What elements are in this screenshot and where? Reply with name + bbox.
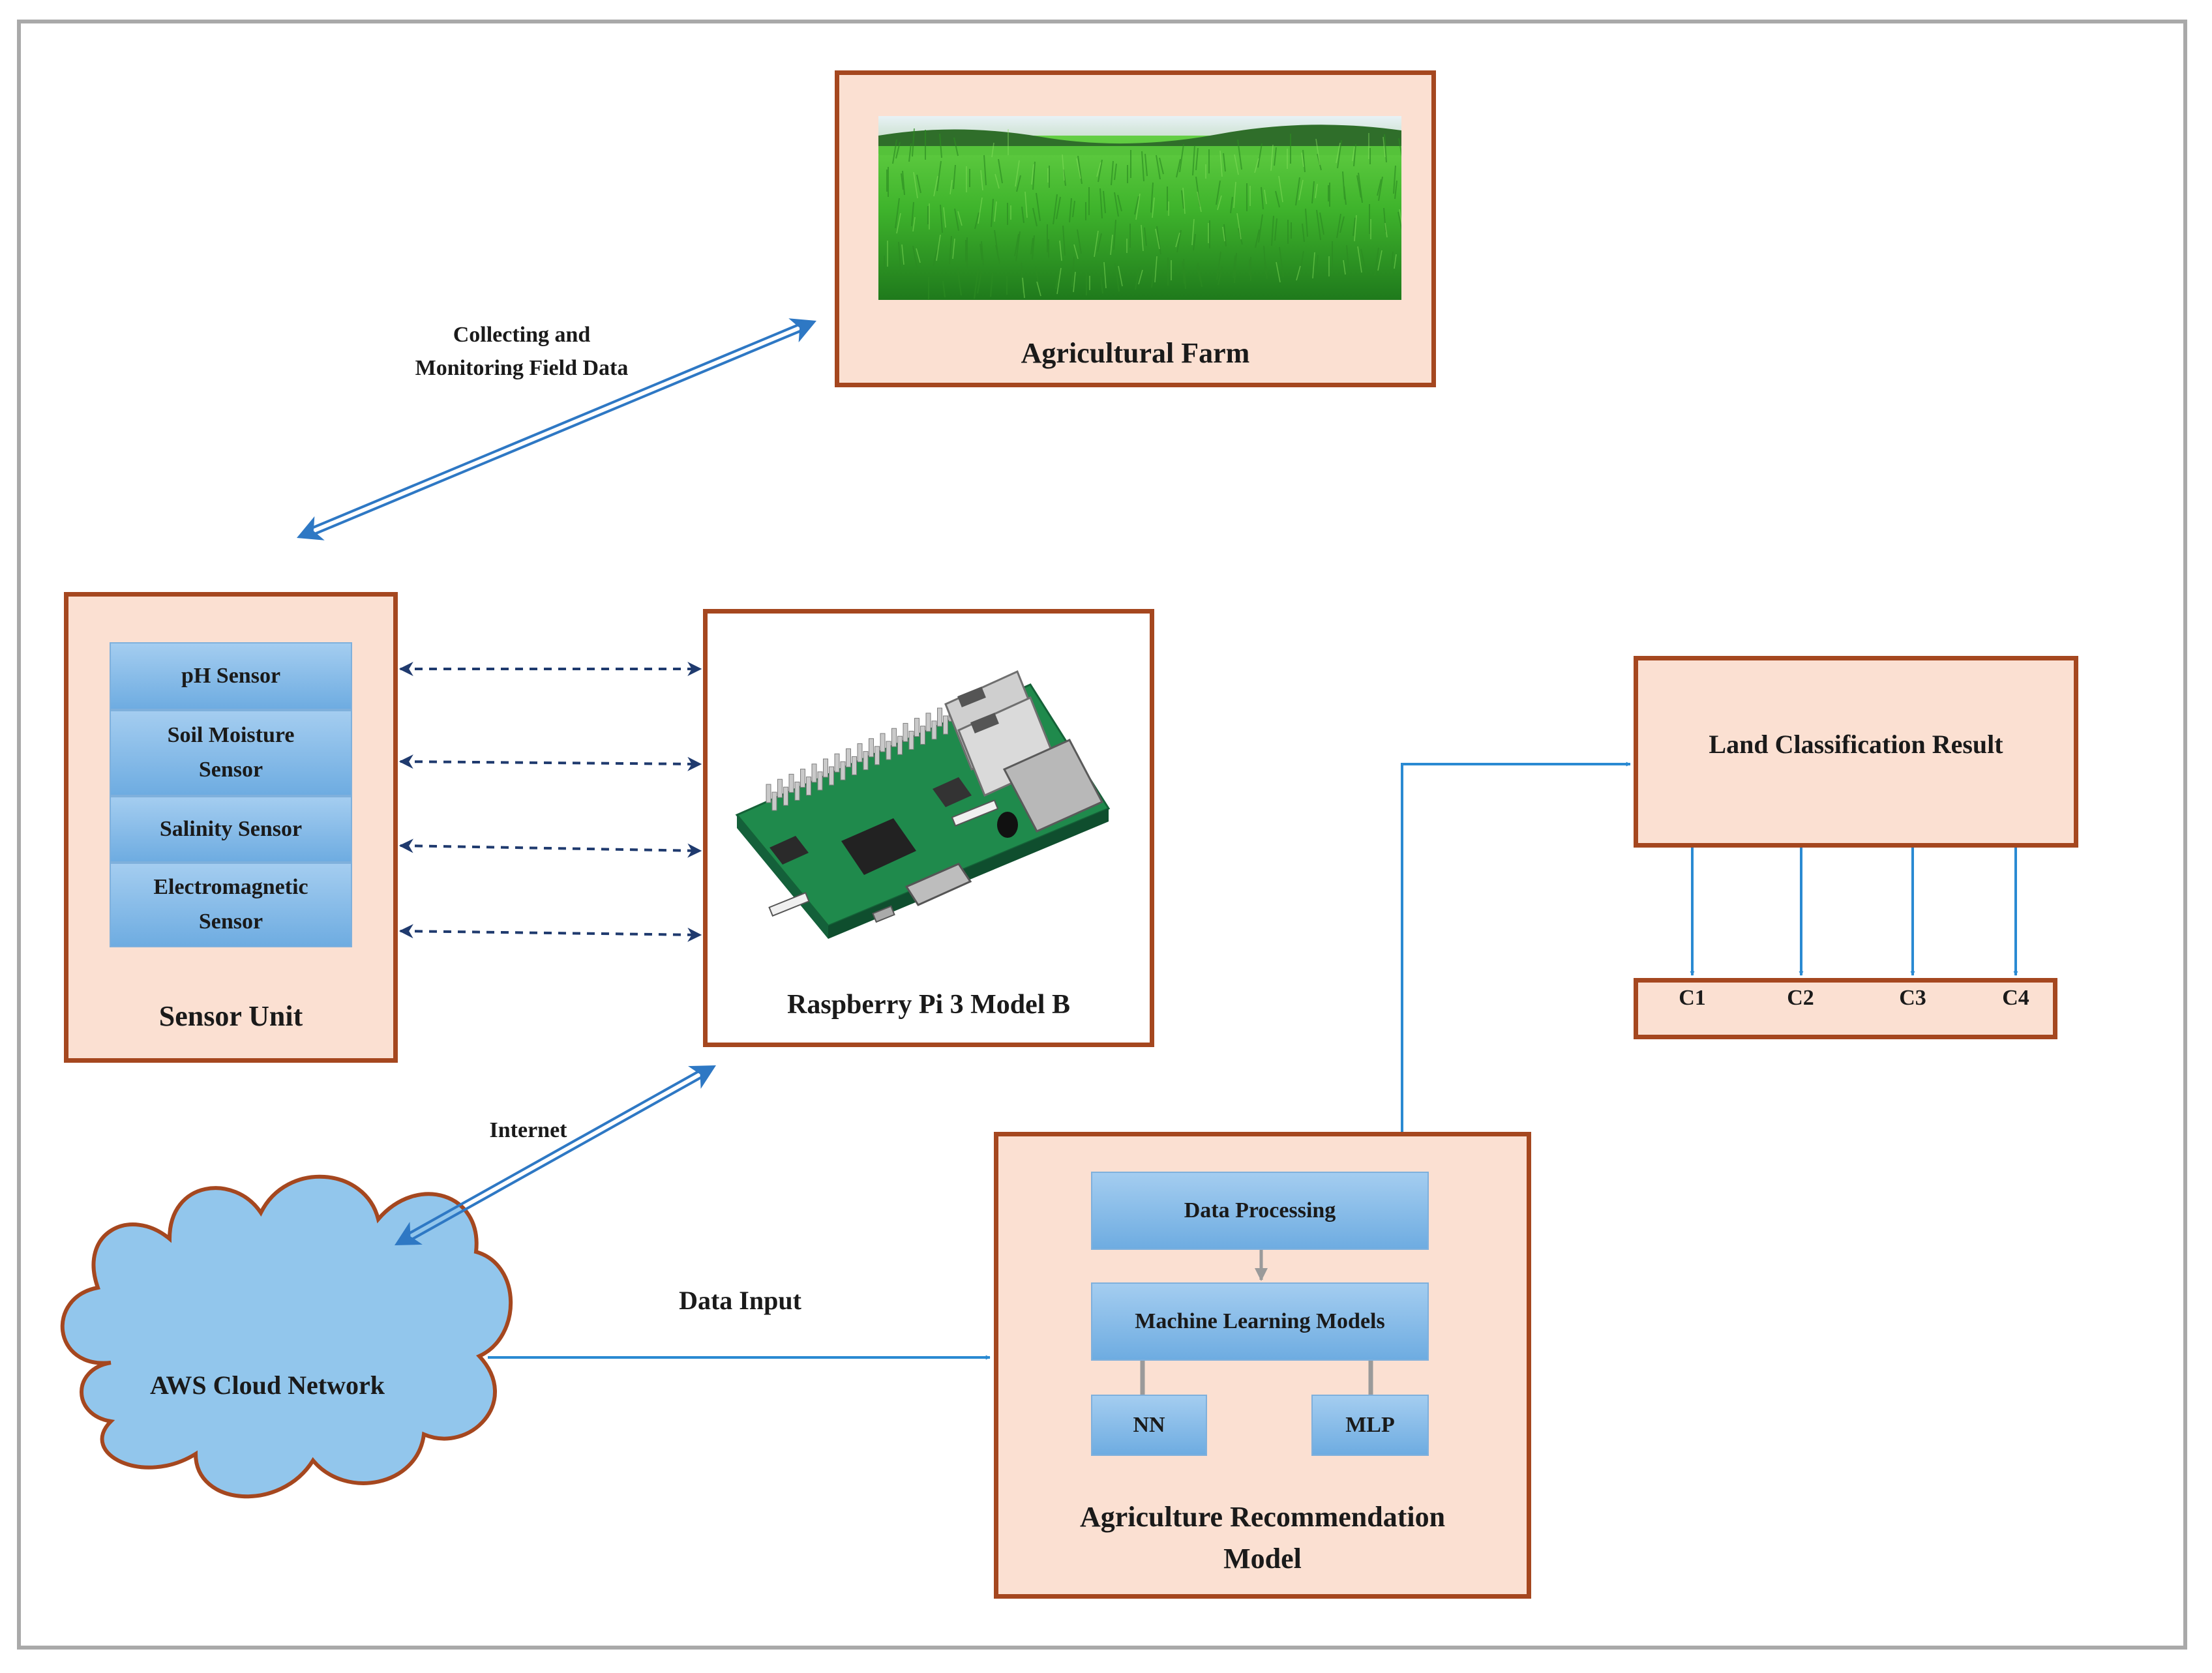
aws-cloud-label: AWS Cloud Network (149, 1370, 385, 1400)
electromagnetic-sensor: Electromagnetic Sensor (110, 863, 352, 947)
internet-label: Internet (489, 1118, 567, 1142)
class-c1: C1 (1679, 986, 1706, 1010)
land-classification-caption: Land Classification Result (1709, 730, 2003, 759)
recommendation-model-caption: Agriculture Recommendation Model (1079, 1501, 1446, 1575)
soil-moisture-sensor: Soil Moisture Sensor (110, 710, 352, 796)
class-c2: C2 (1787, 986, 1814, 1010)
class-c3: C3 (1899, 986, 1926, 1010)
data-input-label: Data Input (679, 1286, 801, 1315)
raspberry-pi-box: Raspberry Pi 3 Model B (703, 609, 1154, 1047)
mlp-block: MLP (1311, 1395, 1429, 1456)
class-c4: C4 (2002, 986, 2029, 1010)
sensor-unit-caption: Sensor Unit (158, 1000, 303, 1032)
farm-field-image (878, 116, 1401, 300)
collecting-monitoring-label: Collecting and Monitoring Field Data (415, 323, 629, 380)
classes-box (1634, 978, 2057, 1039)
nn-block: NN (1091, 1395, 1207, 1456)
agricultural-farm-caption: Agricultural Farm (1021, 337, 1250, 369)
data-processing-block: Data Processing (1091, 1172, 1429, 1250)
raspberry-pi-caption: Raspberry Pi 3 Model B (787, 990, 1070, 1020)
outer-frame (17, 20, 2187, 1650)
salinity-sensor: Salinity Sensor (110, 796, 352, 863)
ml-models-block: Machine Learning Models (1091, 1282, 1429, 1361)
land-classification-box: Land Classification Result (1634, 656, 2078, 848)
ph-sensor: pH Sensor (110, 642, 352, 710)
